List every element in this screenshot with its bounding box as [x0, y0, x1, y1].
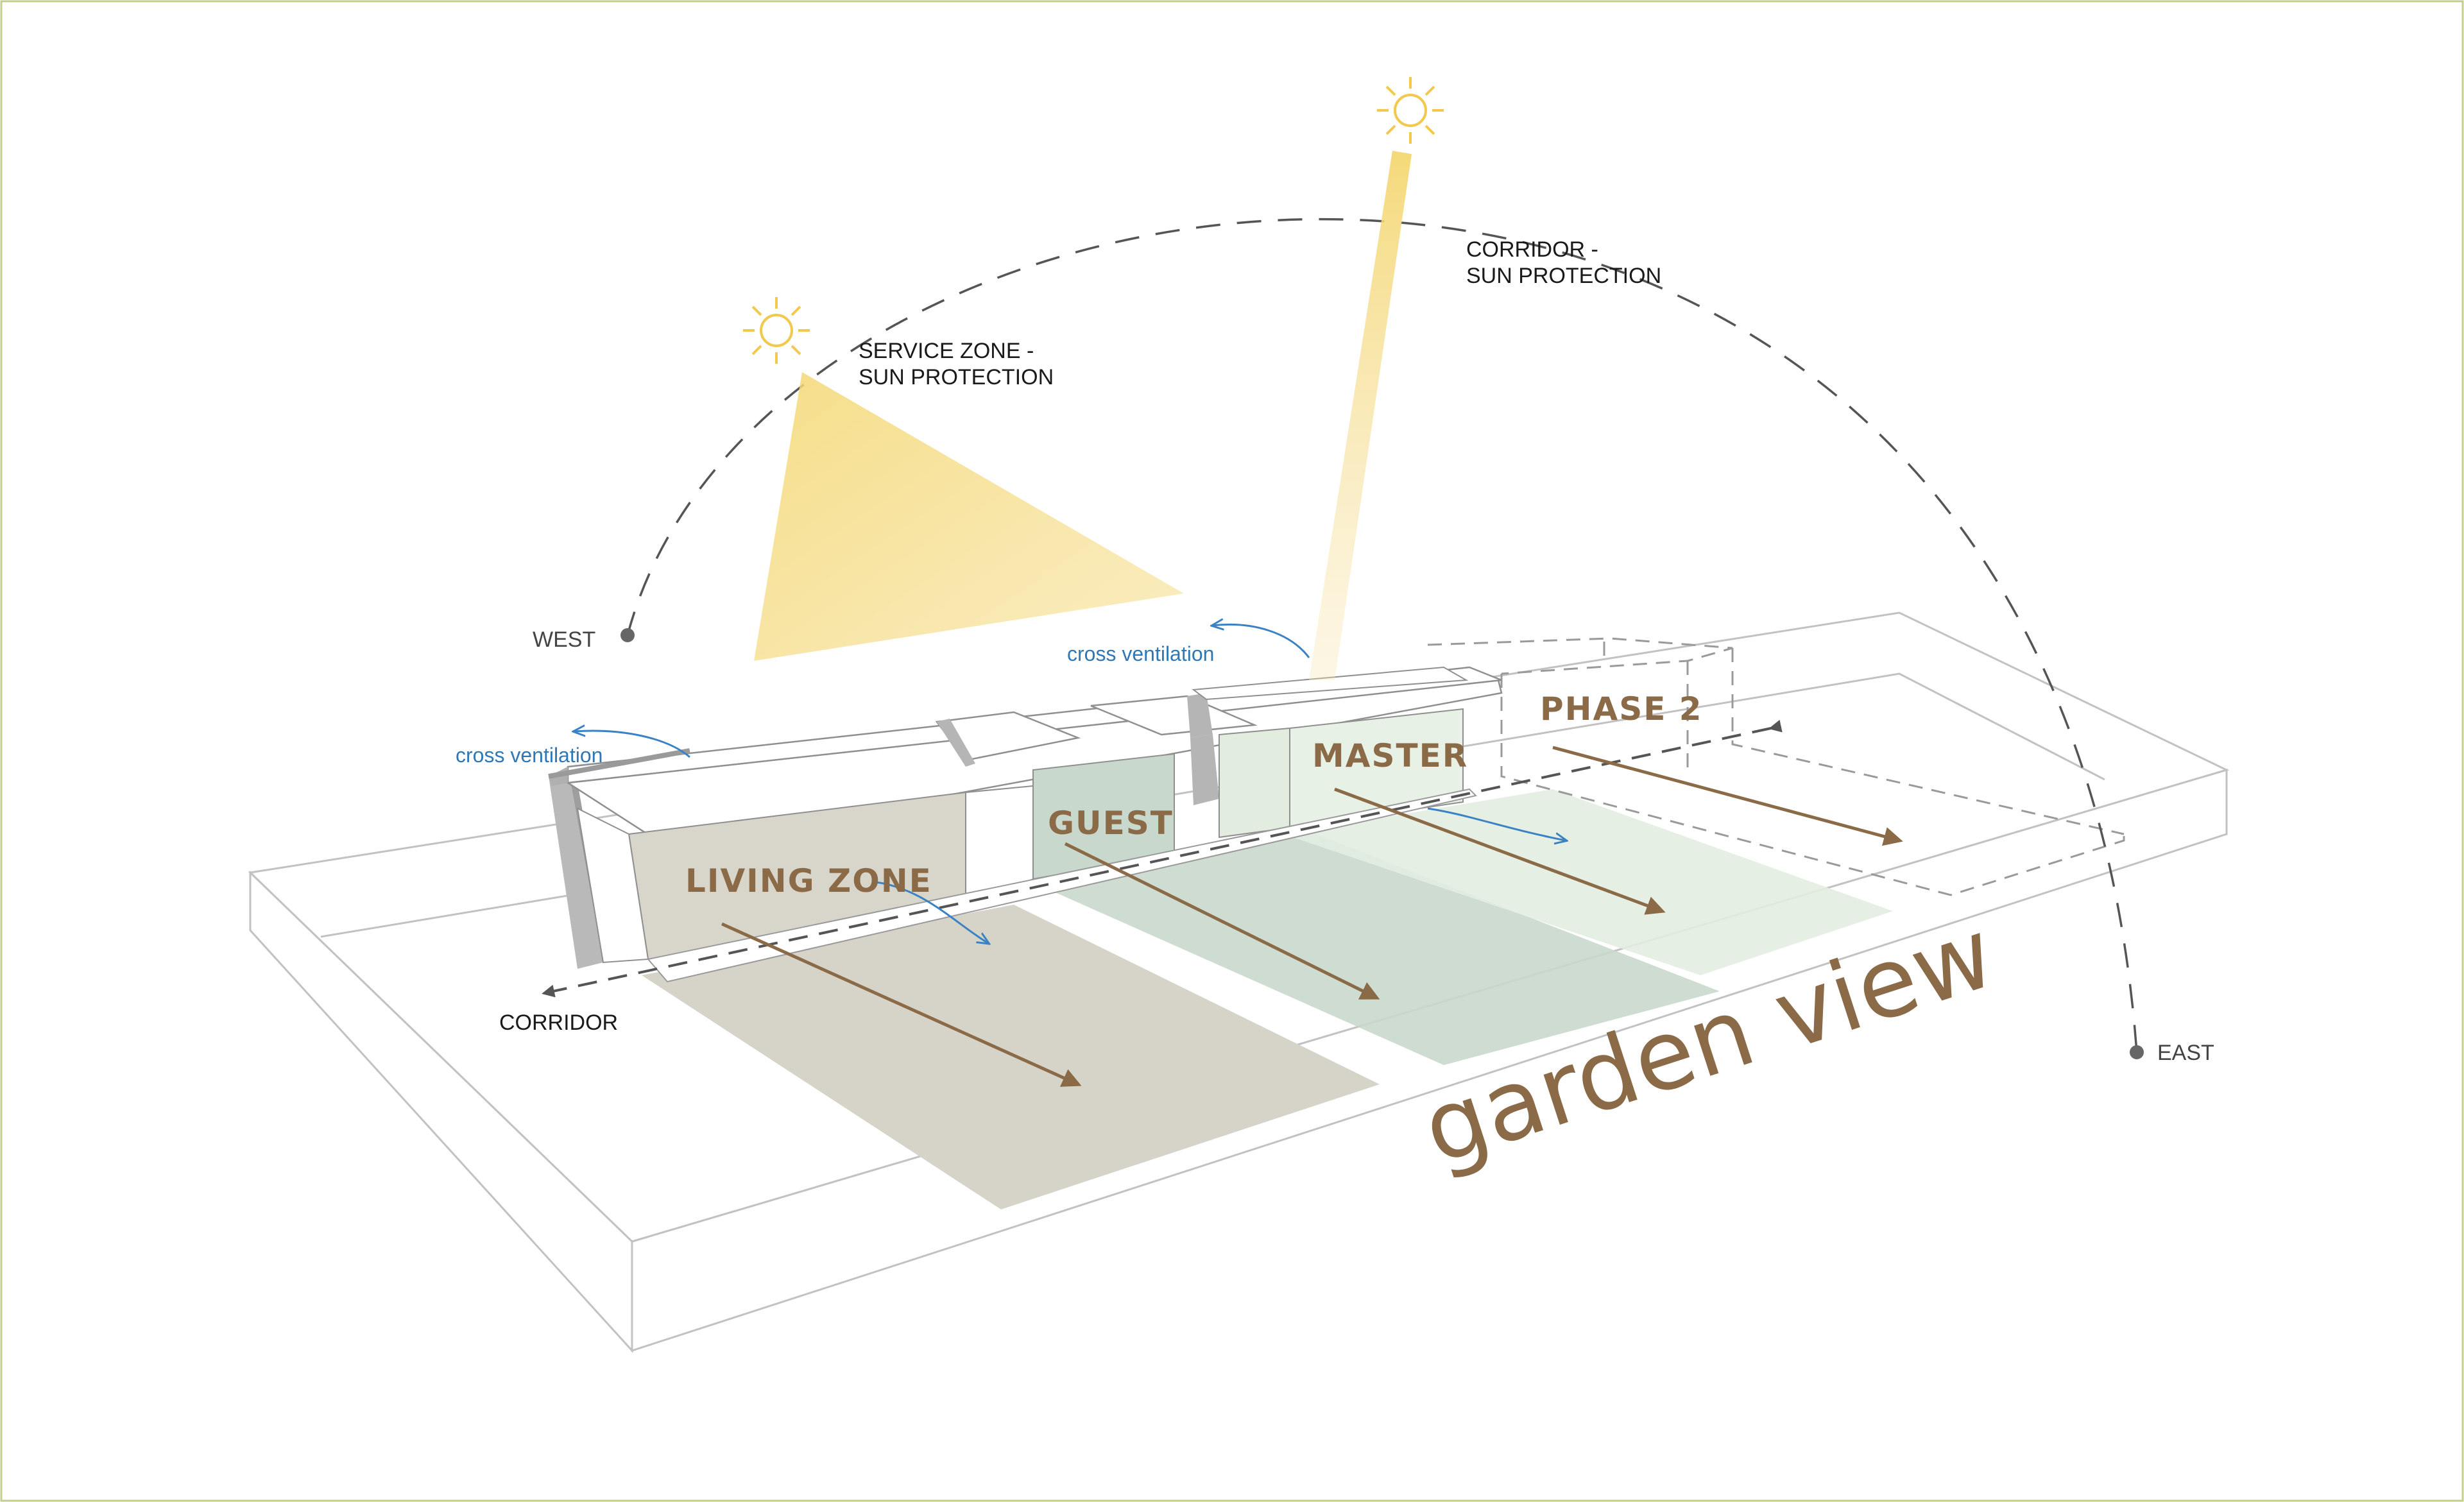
corridor-dashed-line — [542, 719, 1783, 998]
east-label: EAST — [2157, 1041, 2214, 1065]
guest-view-arrow-icon — [1064, 842, 1380, 1000]
cross-ventilation-arrow-living — [875, 881, 988, 943]
cross-ventilation-arrow-left — [574, 731, 690, 758]
service-zone-label-2: SUN PROTECTION — [859, 365, 1054, 389]
master-zone-label: MASTER — [1312, 737, 1468, 774]
service-zone-label-1: SERVICE ZONE - — [859, 339, 1034, 363]
living-view-arrow-icon — [721, 922, 1082, 1087]
view-arrows — [721, 746, 1903, 1087]
cross-ventilation-label-top: cross ventilation — [1067, 642, 1214, 665]
master-view-arrow-icon — [1334, 787, 1666, 915]
cross-ventilation-label-left: cross ventilation — [456, 744, 603, 767]
sun-path-arc — [626, 218, 2138, 1053]
cross-ventilation-arrow-master — [1427, 807, 1566, 841]
corridor-label: CORRIDOR — [499, 1011, 618, 1035]
guest-zone-label: GUEST — [1048, 805, 1174, 842]
service-zone-sun-beam — [754, 372, 1184, 661]
east-dot-icon — [2130, 1045, 2144, 1059]
sun-icon — [1377, 77, 1444, 144]
corridor-sun-label-2: SUN PROTECTION — [1466, 264, 1661, 288]
west-label: WEST — [533, 627, 595, 652]
corridor-sun-beam — [1309, 151, 1412, 680]
cross-ventilation-arrow-top — [1213, 624, 1310, 658]
phase2-zone-label: PHASE 2 — [1540, 690, 1703, 728]
sun-icon — [743, 297, 810, 364]
west-dot-icon — [620, 628, 635, 642]
phase2-view-arrow-icon — [1552, 746, 1903, 846]
living-zone-label: LIVING ZONE — [685, 862, 932, 900]
corridor-sun-label-1: CORRIDOR - — [1466, 237, 1598, 262]
